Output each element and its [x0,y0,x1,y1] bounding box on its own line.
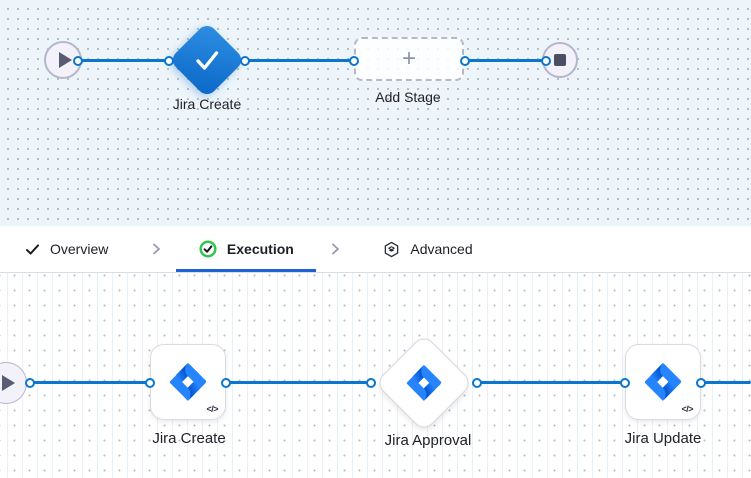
connector-port[interactable] [164,56,174,66]
jira-logo-icon [169,363,207,401]
step-node-jira-approval[interactable] [374,333,474,433]
tab-label: Execution [226,241,294,257]
connector-port[interactable] [240,56,250,66]
stage-label: Jira Create [172,96,242,112]
tab-overview[interactable]: Overview [25,226,108,272]
connector-port[interactable] [25,378,35,388]
plus-icon: + [401,45,416,72]
stop-icon [554,54,566,66]
step-label: Jira Approval [384,432,472,449]
check-icon [189,42,225,78]
chevron-right-icon [149,242,163,256]
connector-port[interactable] [221,378,231,388]
code-brackets-icon: </> [206,404,218,414]
step-node-jira-create[interactable]: </> [150,344,226,420]
edge-line [226,381,371,384]
hexagon-package-icon [383,241,400,258]
connector-port[interactable] [145,378,155,388]
jira-logo-icon [406,365,442,401]
connector-port[interactable] [349,56,359,66]
active-tab-underline [176,269,317,272]
step-label: Jira Update [624,430,702,447]
tab-label: Advanced [410,241,473,257]
stage-node-jira-create[interactable] [168,21,246,99]
edge-start-to-stage [78,59,170,62]
execution-start-node[interactable] [0,362,27,404]
connector-port[interactable] [620,378,630,388]
stage-config-tabs: Overview Execution [0,226,751,273]
connector-port[interactable] [73,56,83,66]
edge-line [30,381,151,384]
chevron-right-icon [328,242,342,256]
step-label: Jira Create [152,430,226,447]
edge-addstage-to-end [465,59,547,62]
tab-label: Overview [50,241,109,257]
jira-logo-icon [644,363,682,401]
connector-port[interactable] [472,378,482,388]
connector-port[interactable] [460,56,470,66]
add-stage-button[interactable]: + [354,37,464,81]
play-icon [58,52,72,68]
connector-port[interactable] [366,378,376,388]
connector-port[interactable] [541,56,551,66]
add-stage-label: Add Stage [375,89,441,105]
check-icon [25,242,40,257]
tab-execution[interactable]: Execution [176,226,317,272]
edge-stage-to-addstage [245,59,354,62]
step-node-jira-update[interactable]: </> [625,344,701,420]
edge-line [477,381,625,384]
success-circle-check-icon [199,240,217,258]
execution-canvas[interactable]: </> Jira Create Jira Approval </> Jira U… [0,273,751,478]
edge-line [701,381,751,384]
stage-canvas[interactable]: Jira Create + Add Stage [0,0,751,226]
tab-advanced[interactable]: Advanced [383,226,473,272]
play-icon [1,375,15,391]
connector-port[interactable] [696,378,706,388]
code-brackets-icon: </> [681,404,693,414]
